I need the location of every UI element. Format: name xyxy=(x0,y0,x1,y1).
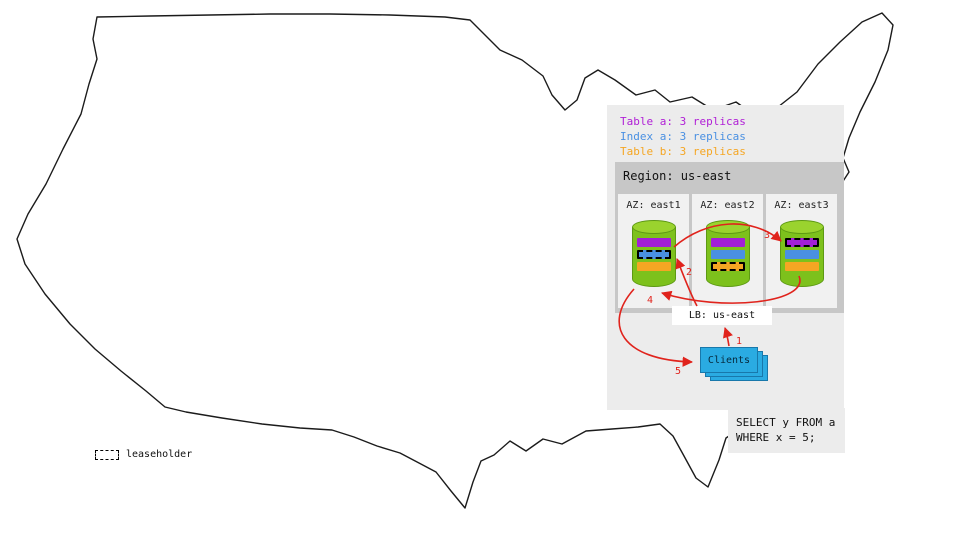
db-node-east3 xyxy=(779,220,824,288)
legend-table-a: Table a: 3 replicas xyxy=(620,115,746,128)
replica-table-b-leaseholder xyxy=(710,262,745,271)
replica-table-a xyxy=(636,238,671,247)
cylinder-top-icon xyxy=(705,220,750,234)
db-node-east2 xyxy=(705,220,750,288)
clients-label: Clients xyxy=(700,347,758,373)
clients-stack: Clients xyxy=(700,347,770,383)
leaseholder-legend: leaseholder xyxy=(95,449,192,460)
replica-table-a xyxy=(710,238,745,247)
sql-query-box: SELECT y FROM a WHERE x = 5; xyxy=(728,408,845,453)
load-balancer: LB: us-east xyxy=(672,306,772,325)
az-east1: AZ: east1 xyxy=(618,194,689,308)
az-east2: AZ: east2 xyxy=(692,194,763,308)
cylinder-top-icon xyxy=(779,220,824,234)
replica-table-b xyxy=(636,262,671,271)
replica-legend: Table a: 3 replicas Index a: 3 replicas … xyxy=(607,105,844,159)
az-east2-title: AZ: east2 xyxy=(700,200,755,211)
db-node-east1 xyxy=(631,220,676,288)
replica-table-b xyxy=(784,262,819,271)
replica-table-a-leaseholder xyxy=(784,238,819,247)
replica-index-a xyxy=(710,250,745,259)
az-east3-title: AZ: east3 xyxy=(774,200,829,211)
leaseholder-legend-label: leaseholder xyxy=(126,449,193,460)
region-box: Region: us-east AZ: east1 AZ: east2 xyxy=(615,162,844,313)
sql-query-line-1: SELECT y FROM a xyxy=(736,416,836,429)
az-row: AZ: east1 AZ: east2 xyxy=(618,194,837,308)
leaseholder-swatch-icon xyxy=(95,449,119,460)
legend-table-b: Table b: 3 replicas xyxy=(620,145,746,158)
replica-index-a-leaseholder xyxy=(636,250,671,259)
az-east1-title: AZ: east1 xyxy=(626,200,681,211)
legend-index-a: Index a: 3 replicas xyxy=(620,130,746,143)
cylinder-top-icon xyxy=(631,220,676,234)
replica-index-a xyxy=(784,250,819,259)
sql-query-line-2: WHERE x = 5; xyxy=(736,431,816,444)
region-title: Region: us-east xyxy=(623,169,732,183)
az-east3: AZ: east3 xyxy=(766,194,837,308)
